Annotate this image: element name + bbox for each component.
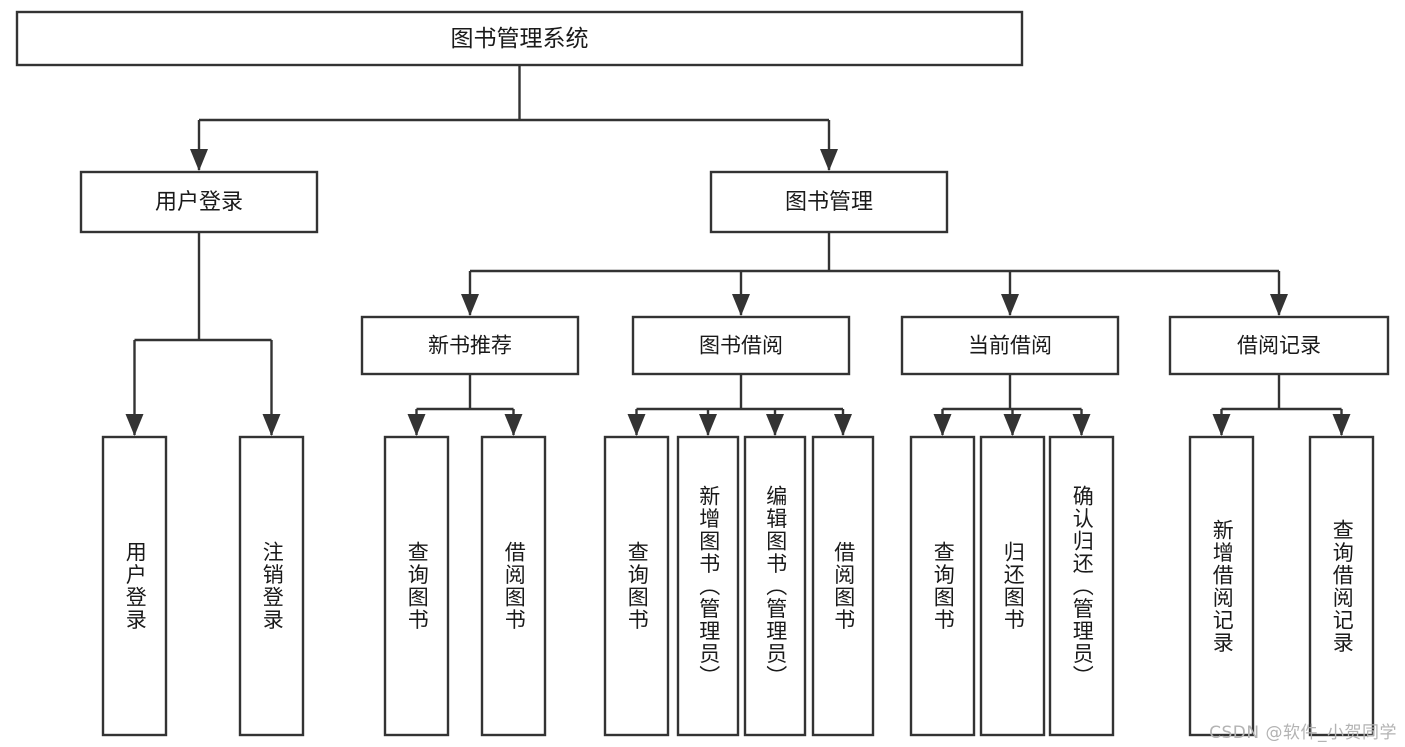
node-leaf-query-record[interactable]: [1308, 435, 1375, 737]
arrow-head-icon: [407, 414, 426, 436]
node-borrow-record[interactable]: [1168, 315, 1390, 376]
node-new-book-recommend-label: 新书推荐: [428, 334, 512, 358]
node-leaf-edit-book[interactable]: [743, 435, 807, 737]
node-book-borrow-label: 图书借阅: [699, 334, 783, 358]
node-user-login-label: 用户登录: [155, 190, 243, 215]
arrow-head-icon: [834, 414, 852, 436]
arrow-head-icon: [820, 149, 838, 171]
node-current-borrow[interactable]: [900, 315, 1120, 376]
node-leaf-query-book-3[interactable]: [909, 435, 976, 737]
arrow-head-icon: [699, 414, 717, 436]
arrow-head-icon: [1332, 414, 1351, 436]
arrow-head-icon: [1212, 414, 1231, 436]
node-leaf-add-book[interactable]: [676, 435, 740, 737]
node-book-manage[interactable]: [709, 170, 949, 234]
arrow-head-icon: [504, 414, 523, 436]
arrow-head-icon: [1001, 294, 1019, 316]
arrow-head-icon: [262, 414, 281, 436]
node-leaf-user-login[interactable]: [101, 435, 168, 737]
node-leaf-return-book[interactable]: [979, 435, 1046, 737]
root-node-label: 图书管理系统: [451, 26, 589, 52]
node-leaf-user-logout[interactable]: [238, 435, 305, 737]
arrow-head-icon: [627, 414, 646, 436]
node-leaf-query-book-1[interactable]: [383, 435, 450, 737]
node-book-borrow[interactable]: [631, 315, 851, 376]
node-new-book-recommend[interactable]: [360, 315, 580, 376]
arrow-head-icon: [125, 414, 144, 436]
node-leaf-confirm-return[interactable]: [1048, 435, 1115, 737]
root-node[interactable]: [15, 10, 1024, 67]
node-leaf-borrow-book-2[interactable]: [811, 435, 875, 737]
arrow-head-icon: [766, 414, 784, 436]
node-leaf-borrow-book-1[interactable]: [480, 435, 547, 737]
node-current-borrow-label: 当前借阅: [968, 334, 1052, 358]
arrow-head-icon: [190, 149, 208, 171]
connector-lines: [125, 65, 1351, 436]
arrow-head-icon: [933, 414, 952, 436]
node-leaf-add-record[interactable]: [1188, 435, 1255, 737]
arrow-head-icon: [1072, 414, 1091, 436]
arrow-head-icon: [732, 294, 750, 316]
arrow-head-icon: [461, 294, 479, 316]
csdn-watermark: CSDN @软件_小贺同学: [1209, 723, 1397, 743]
node-book-manage-label: 图书管理: [785, 190, 873, 215]
node-boxes: [15, 10, 1390, 737]
arrow-head-icon: [1003, 414, 1022, 436]
node-borrow-record-label: 借阅记录: [1237, 334, 1321, 358]
arrow-head-icon: [1270, 294, 1288, 316]
node-leaf-query-book-2[interactable]: [603, 435, 670, 737]
node-user-login[interactable]: [79, 170, 319, 234]
